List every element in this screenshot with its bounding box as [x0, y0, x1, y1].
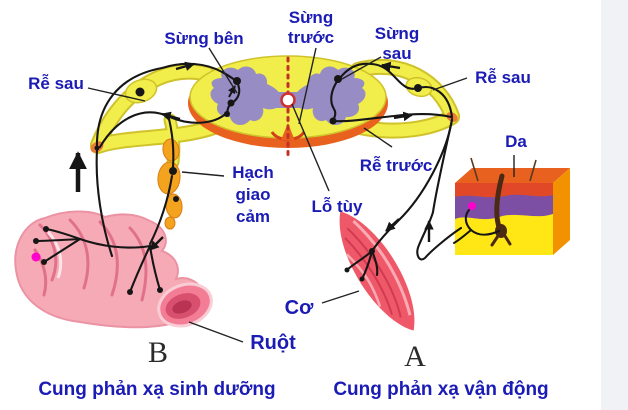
page-gutter	[601, 0, 628, 410]
label-sung-sau-line2: sau	[382, 44, 411, 63]
ventral-root-left	[92, 121, 220, 152]
intestine-receptor-dot	[31, 252, 41, 262]
hair	[529, 159, 537, 182]
skin-side-face	[553, 168, 570, 255]
label-hach-giao-cam-line1: Hạch	[232, 163, 274, 182]
flow-arrow-to-muscle	[385, 218, 400, 232]
anterior-fissure-notch	[281, 123, 295, 141]
panel-letter-a: A	[404, 340, 426, 373]
label-sung-sau-line1: Sừng	[375, 24, 419, 43]
skin-dermis-layer	[455, 194, 553, 220]
label-re-sau-left: Rễ sau	[28, 74, 84, 93]
label-re-truoc: Rễ trước	[360, 156, 433, 175]
fiber-loop-from-skin	[416, 210, 463, 261]
diagram-labels: Rễ sau Sừng bên Sừng trước Sừng sau Rễ s…	[28, 8, 549, 400]
fiber-ganglion-to-intestine	[148, 174, 174, 246]
skin-epidermis-layer	[455, 183, 553, 200]
flow-arrow-in-left	[175, 61, 195, 71]
skin-receptor-dot	[468, 202, 476, 210]
skin-block	[452, 157, 570, 255]
flow-arrow-out-right	[393, 111, 413, 122]
label-sung-truoc-line1: Sừng	[289, 8, 333, 27]
label-re-sau-right: Rễ sau	[475, 68, 531, 87]
label-hach-giao-cam-line3: cảm	[236, 207, 270, 226]
flow-arrow-to-intestine	[149, 236, 164, 251]
label-hach-giao-cam-line2: giao	[236, 185, 271, 204]
panel-letter-b: B	[148, 336, 168, 369]
fiber-efferent-right	[332, 113, 453, 123]
central-canal	[280, 92, 296, 108]
fiber-to-muscle	[370, 117, 454, 253]
spinal-cord-section	[188, 55, 388, 162]
neuron-dots	[31, 75, 422, 295]
label-ruot: Ruột	[250, 332, 296, 354]
caption-panel-a: Cung phản xạ vận động	[333, 379, 548, 400]
hair	[470, 157, 479, 182]
skin-nerve	[469, 228, 501, 236]
label-co: Cơ	[285, 297, 314, 319]
fiber-dorsal-root-right	[338, 62, 454, 119]
fiber-dorsal-root-left	[95, 62, 239, 150]
dorsal-root-right	[352, 60, 458, 122]
nerve-fibers	[34, 62, 463, 294]
label-da: Da	[505, 132, 527, 151]
flow-arrow-in-right	[381, 61, 401, 72]
skin-top-face	[455, 168, 570, 183]
pointer-lines	[87, 47, 515, 343]
caption-panel-b: Cung phản xạ sinh dưỡng	[38, 379, 275, 400]
label-sung-truoc-line2: trước	[288, 28, 334, 47]
label-sung-ben: Sừng bên	[164, 29, 243, 48]
flow-arrow-out-left	[161, 111, 181, 121]
label-lo-tuy: Lỗ tùy	[312, 197, 364, 216]
